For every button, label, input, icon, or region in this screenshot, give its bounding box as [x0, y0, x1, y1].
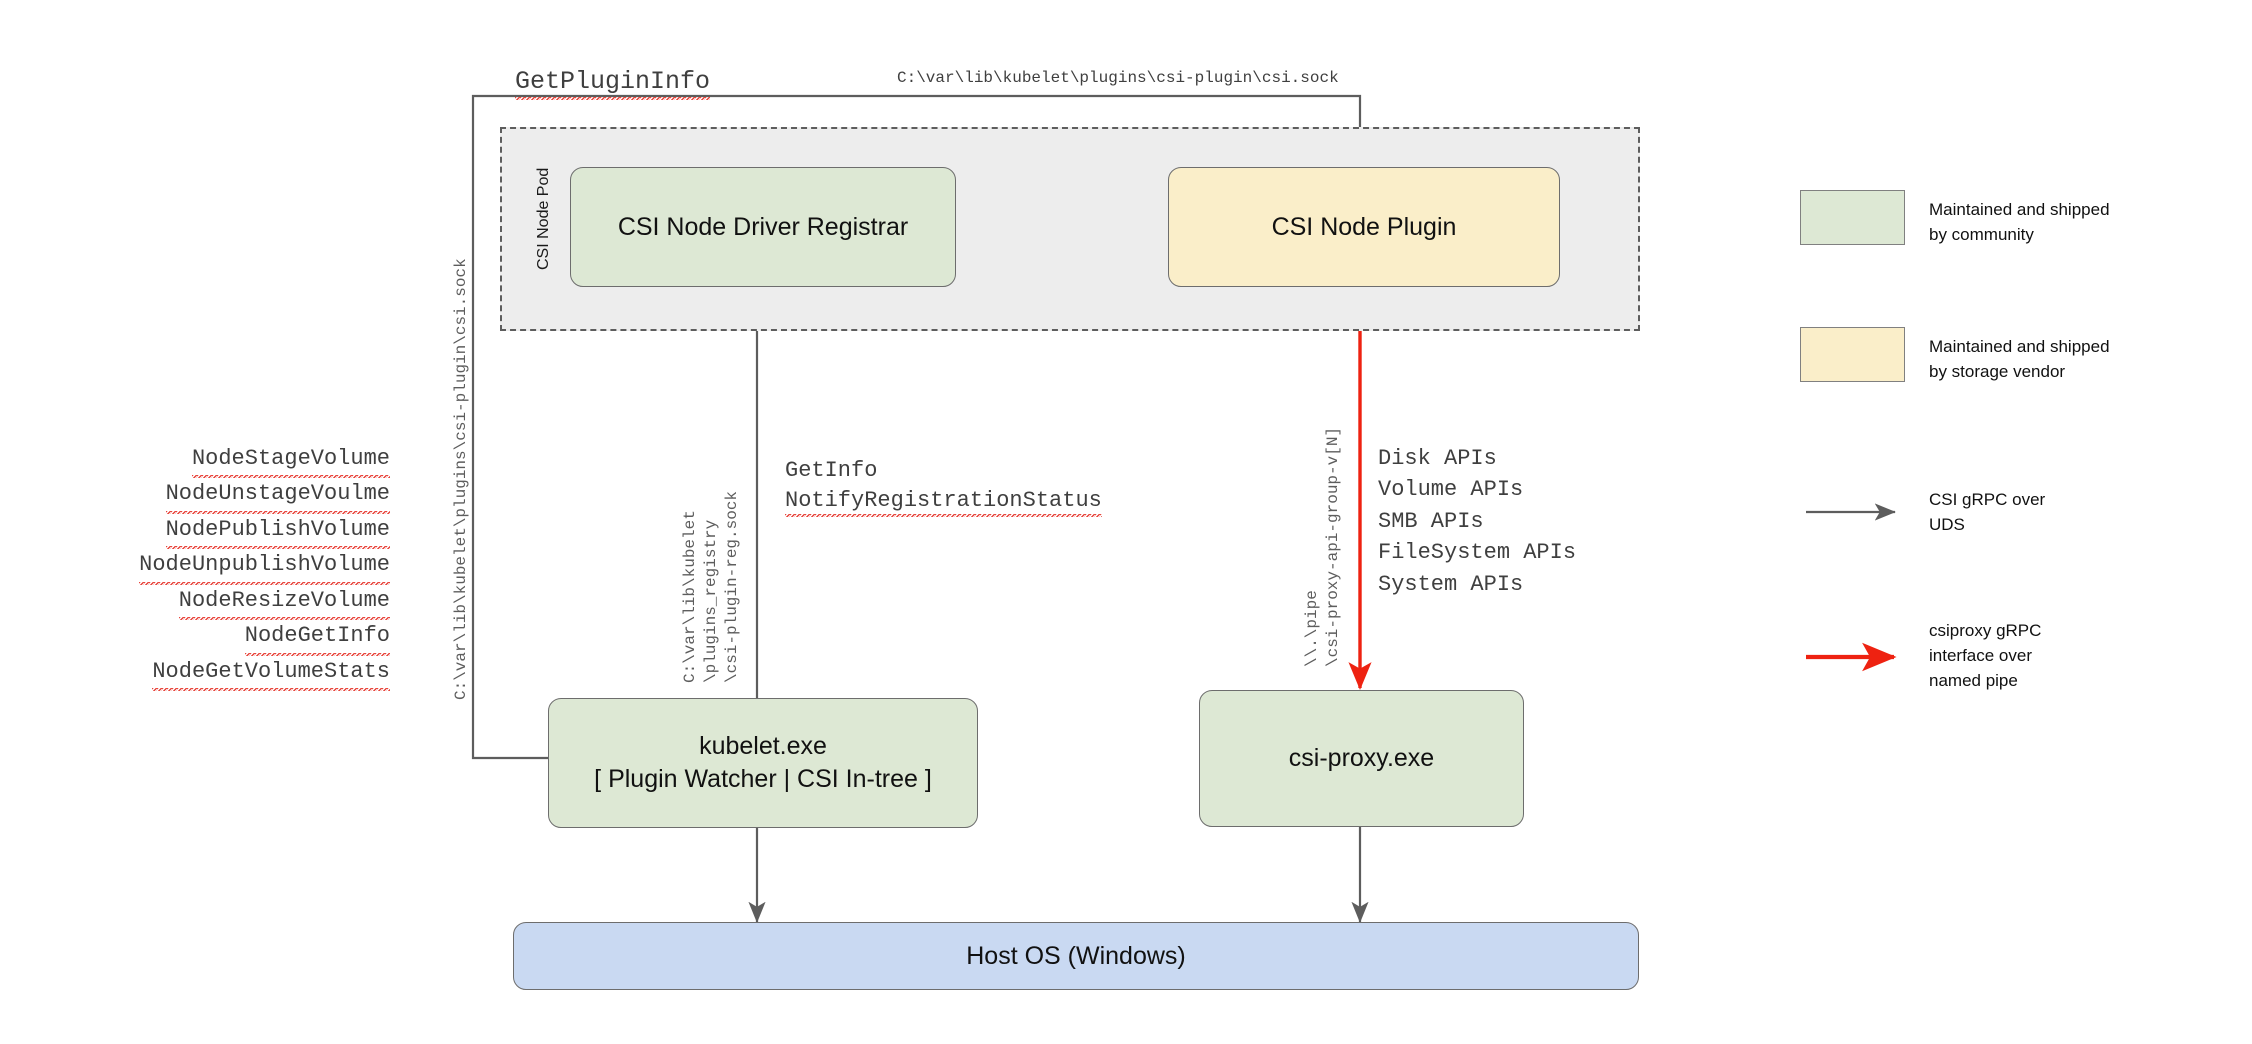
node-service-api-list: NodeStageVolume NodeUnstageVoulme NodePu… [60, 443, 390, 692]
legend-text-uds-line2: UDS [1929, 515, 1965, 534]
node-api-label: NodeUnpublishVolume [139, 549, 390, 585]
node-api-label: NodeGetVolumeStats [152, 655, 390, 692]
node-csi-proxy-exe[interactable]: csi-proxy.exe [1199, 690, 1524, 827]
label-csi-sock-path-top: C:\var\lib\kubelet\plugins\csi-plugin\cs… [897, 69, 1339, 87]
legend-text-csiproxy-line2: interface over [1929, 646, 2032, 665]
label-notify-registration-status: NotifyRegistrationStatus [785, 488, 1102, 517]
csi-node-driver-registrar-label: CSI Node Driver Registrar [617, 212, 909, 241]
node-api-item: NodeStageVolume [60, 443, 390, 479]
node-csi-node-driver-registrar[interactable]: CSI Node Driver Registrar [570, 167, 956, 287]
legend-text-csiproxy-line3: named pipe [1929, 671, 2018, 690]
csi-node-plugin-label: CSI Node Plugin [1271, 212, 1457, 241]
legend-text-uds-line1: CSI gRPC over [1929, 490, 2046, 509]
node-api-label: NodePublishVolume [165, 513, 390, 550]
label-registry-path-1: C:\var\lib\kubelet [681, 510, 699, 683]
proxy-api-item: Disk APIs [1378, 446, 1497, 471]
proxy-api-item: System APIs [1378, 571, 1524, 597]
proxy-api-list: Disk APIs Volume APIs SMB APIs FileSyste… [1378, 443, 1576, 600]
node-api-item: NodeGetInfo [60, 620, 390, 656]
node-api-item: NodeResizeVolume [60, 584, 390, 621]
legend-text-vendor-line1: Maintained and shipped [1929, 337, 2110, 356]
csi-node-pod-label: CSI Node Pod [535, 167, 552, 270]
node-api-item: NodePublishVolume [60, 513, 390, 550]
host-os-label: Host OS (Windows) [966, 941, 1186, 970]
node-api-item: NodeUnstageVoulme [60, 478, 390, 514]
node-host-os[interactable]: Host OS (Windows) [513, 922, 1639, 990]
node-api-label: NodeGetInfo [244, 620, 390, 656]
node-kubelet-exe[interactable]: kubelet.exe [ Plugin Watcher | CSI In-tr… [548, 698, 978, 828]
label-named-pipe-1: \\.\pipe [1303, 590, 1321, 667]
node-api-label: NodeStageVolume [191, 443, 390, 479]
proxy-api-item: SMB APIs [1378, 508, 1484, 534]
node-csi-node-plugin[interactable]: CSI Node Plugin [1168, 167, 1560, 287]
legend-text-community-line2: by community [1929, 225, 2034, 244]
kubelet-label-line2: [ Plugin Watcher | CSI In-tree ] [594, 765, 932, 793]
proxy-api-item: FileSystem APIs [1378, 540, 1577, 566]
legend-text-community-line1: Maintained and shipped [1929, 200, 2110, 219]
node-api-item: NodeGetVolumeStats [60, 655, 390, 692]
csi-proxy-label: csi-proxy.exe [1288, 744, 1435, 772]
label-registry-path-3: \csi-plugin-reg.sock [723, 490, 741, 683]
node-api-item: NodeUnpublishVolume [60, 549, 390, 585]
node-api-label: NodeResizeVolume [178, 584, 390, 621]
kubelet-label-line1: kubelet.exe [699, 732, 827, 760]
label-csi-sock-path-left: C:\var\lib\kubelet\plugins\csi-plugin\cs… [452, 258, 470, 700]
label-named-pipe-2: \csi-proxy-api-group-v[N] [1324, 426, 1342, 667]
legend-text-csiproxy-line1: csiproxy gRPC [1929, 621, 2042, 640]
label-registry-path-2: \plugins_registry [702, 519, 720, 683]
legend-swatch-community [1800, 190, 1905, 245]
edge-get-plugin-info [471, 94, 1369, 760]
label-get-info: GetInfo [785, 458, 878, 483]
label-get-plugin-info: GetPluginInfo [515, 67, 711, 100]
legend-text-vendor-line2: by storage vendor [1929, 362, 2066, 381]
node-api-label: NodeUnstageVoulme [165, 478, 390, 514]
proxy-api-item: Volume APIs [1378, 477, 1524, 503]
legend-swatch-vendor [1800, 327, 1905, 382]
